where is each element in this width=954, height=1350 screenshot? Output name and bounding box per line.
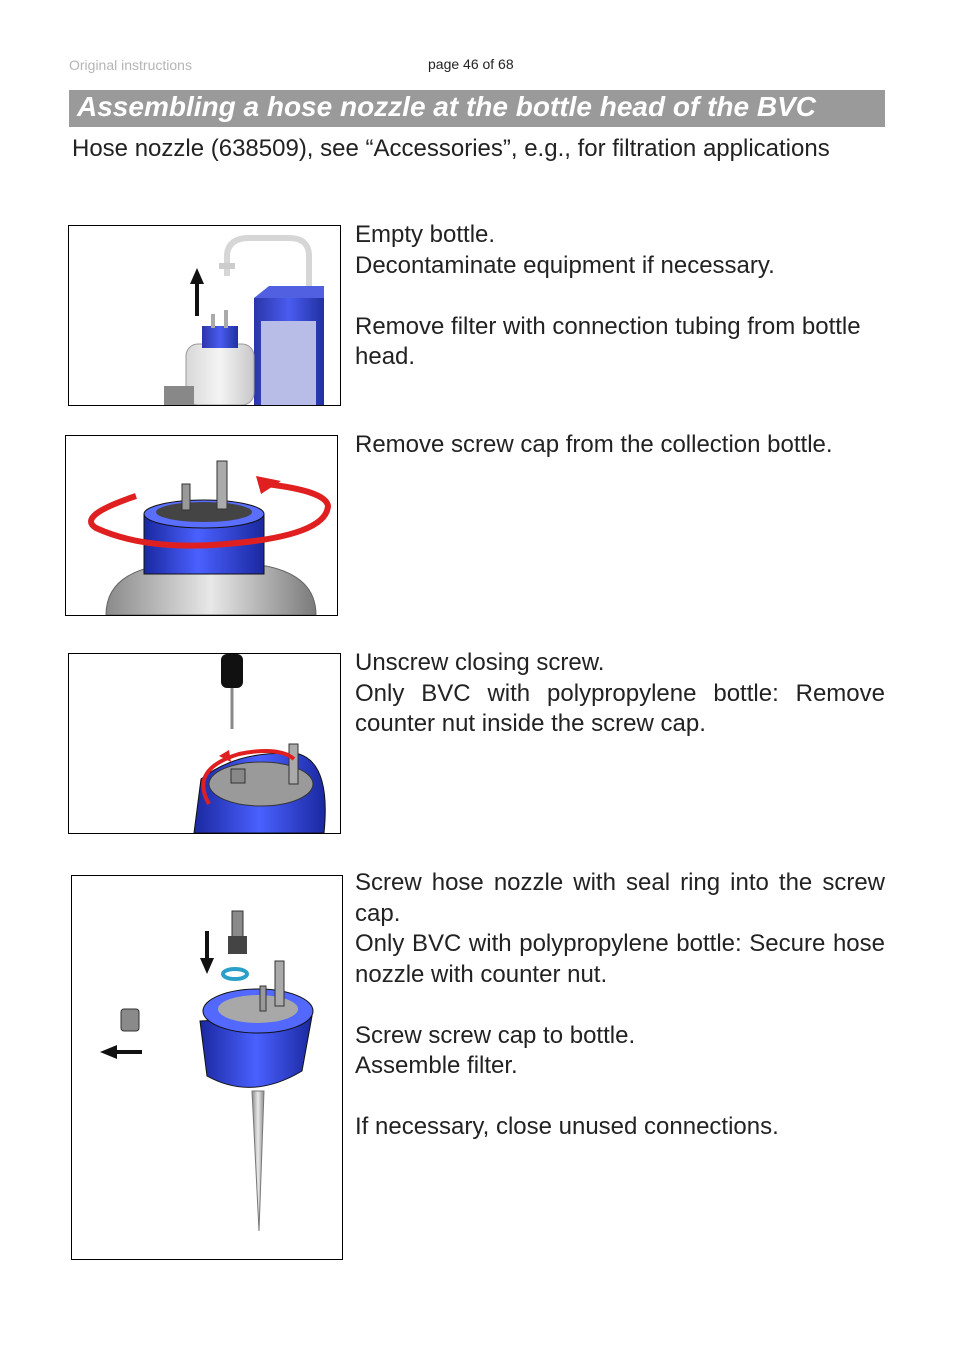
figure-unscrew-closing-screw xyxy=(68,653,341,834)
step-4-line-3: Screw screw cap to bottle. xyxy=(355,1021,636,1049)
figure-remove-screw-cap xyxy=(65,435,338,616)
step-2-text: Remove screw cap from the collection bot… xyxy=(355,430,885,461)
figure-screw-hose-nozzle xyxy=(71,875,343,1260)
section-title: Assembling a hose nozzle at the bottle h… xyxy=(77,91,816,122)
step-1-line-2: Decontaminate equipment if necessary. xyxy=(355,251,775,279)
step-3-line-1: Unscrew closing screw. xyxy=(355,649,605,676)
step-4-line-2: Only BVC with polypropylene bottle: Secu… xyxy=(355,930,885,988)
figure-remove-filter xyxy=(68,225,341,406)
step-4-line-5: If necessary, close unused connections. xyxy=(355,1113,779,1140)
header-original-instructions: Original instructions xyxy=(69,57,192,73)
step-4-line-4: Assemble filter. xyxy=(355,1052,518,1079)
step-3-line-2: Only BVC with polypropylene bottle: Remo… xyxy=(355,679,885,738)
step-4-text: Screw hose nozzle with seal ring into th… xyxy=(355,868,885,1143)
page-number: page 46 of 68 xyxy=(428,56,514,72)
step-1-line-1: Empty bottle. xyxy=(355,221,496,248)
step-1-text: Empty bottle. Decontaminate equipment if… xyxy=(355,220,885,373)
step-2-line-1: Remove screw cap from the collection bot… xyxy=(355,431,833,458)
step-4-line-1: Screw hose nozzle with seal ring into th… xyxy=(355,869,885,927)
section-subtitle: Hose nozzle (638509), see “Accessories”,… xyxy=(72,135,830,162)
section-title-bar: Assembling a hose nozzle at the bottle h… xyxy=(69,90,885,127)
step-3-text: Unscrew closing screw. Only BVC with pol… xyxy=(355,648,885,740)
step-1-line-3: Remove filter with connection tubing fro… xyxy=(355,312,861,371)
